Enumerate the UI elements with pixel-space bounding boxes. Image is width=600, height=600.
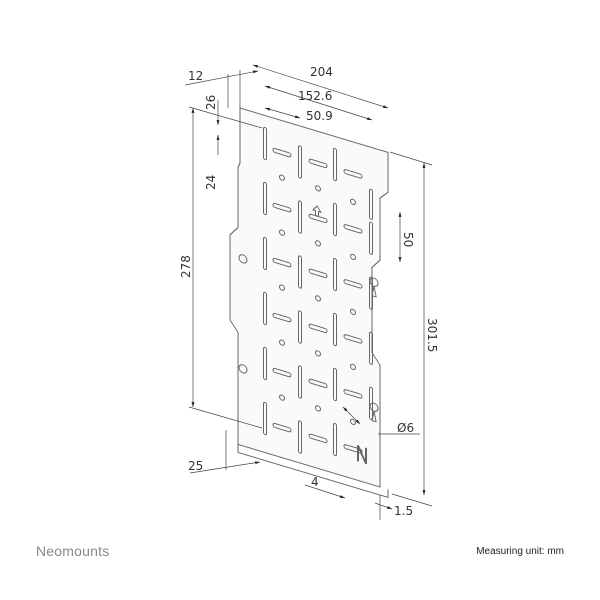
mounting-plate xyxy=(229,107,389,499)
mounting-hole xyxy=(350,308,356,316)
dim-keyhole-pitch: 50 xyxy=(401,232,415,247)
dim-top-offset: 26 xyxy=(204,95,218,110)
horizontal-slot xyxy=(343,389,363,399)
mounting-hole xyxy=(315,295,321,302)
arrow-up-mark xyxy=(311,205,323,218)
dim-left-offset: 12 xyxy=(188,69,203,83)
horizontal-slot xyxy=(308,323,328,334)
dim-slot-width: 4 xyxy=(311,475,319,489)
dim-overall-width: 204 xyxy=(310,65,333,79)
mounting-hole xyxy=(279,174,285,181)
vertical-slot xyxy=(263,291,267,326)
dim-row-pitch: 24 xyxy=(204,175,218,190)
mounting-hole xyxy=(315,350,321,357)
vertical-slot xyxy=(333,257,337,292)
dim-thickness: 1.5 xyxy=(394,504,413,518)
mounting-hole xyxy=(279,339,285,346)
brand-logo: Neomounts xyxy=(36,543,110,559)
measuring-unit-note: Measuring unit: mm xyxy=(476,546,564,557)
horizontal-slot xyxy=(308,378,328,389)
horizontal-slot xyxy=(272,257,292,268)
vertical-slot xyxy=(333,422,337,457)
vertical-slot xyxy=(263,126,267,161)
horizontal-slot xyxy=(343,444,363,454)
keyhole xyxy=(369,402,379,423)
horizontal-slot xyxy=(308,433,328,444)
dimension-labels: 204 152.6 50.9 12 26 24 278 301.5 50 Ø6 … xyxy=(179,65,439,518)
mounting-hole xyxy=(350,363,356,371)
horizontal-slot xyxy=(272,147,292,158)
dim-hole-diameter: Ø6 xyxy=(397,421,414,435)
vertical-slot xyxy=(369,386,373,420)
plate-outline xyxy=(229,107,389,488)
mounting-hole xyxy=(279,394,285,401)
vertical-slot xyxy=(263,346,267,381)
horizontal-slot xyxy=(343,334,363,344)
horizontal-slot xyxy=(272,202,292,213)
dimension-lines xyxy=(184,64,433,520)
vertical-slot xyxy=(263,236,267,271)
vertical-slot xyxy=(333,312,337,347)
vertical-slot xyxy=(369,188,373,220)
horizontal-slot xyxy=(308,268,328,279)
side-hole xyxy=(238,364,248,374)
dim-column-pitch: 50.9 xyxy=(306,109,333,123)
vertical-slot xyxy=(298,255,302,289)
vertical-slot xyxy=(298,420,302,454)
dim-overall-height: 301.5 xyxy=(425,318,439,352)
vertical-slot xyxy=(333,147,337,182)
vertical-slot xyxy=(298,310,302,344)
vertical-slot xyxy=(333,202,337,237)
horizontal-slot xyxy=(343,279,363,289)
mounting-hole xyxy=(279,229,285,236)
vertical-slot xyxy=(369,221,373,255)
mounting-hole xyxy=(279,284,285,291)
horizontal-slot xyxy=(272,367,292,378)
keyhole xyxy=(369,277,379,298)
vertical-slot xyxy=(298,200,302,234)
horizontal-slot xyxy=(308,158,328,169)
bottom-flange xyxy=(237,444,389,499)
horizontal-slot xyxy=(272,422,292,433)
vertical-slot xyxy=(298,145,302,179)
vertical-slot xyxy=(263,401,267,436)
dim-height-hole-span: 278 xyxy=(179,255,193,278)
horizontal-slot xyxy=(343,224,363,234)
vertical-slot xyxy=(263,181,267,216)
mounting-hole xyxy=(315,185,321,192)
dim-hole-pattern-width: 152.6 xyxy=(298,89,332,103)
vertical-slot xyxy=(369,331,373,365)
dim-bottom-flange: 25 xyxy=(188,459,203,473)
side-hole xyxy=(238,254,248,264)
mounting-hole xyxy=(315,405,321,412)
horizontal-slot xyxy=(343,169,363,179)
vertical-slot xyxy=(298,365,302,399)
horizontal-slot xyxy=(272,312,292,323)
n-mark xyxy=(357,445,367,465)
vertical-slot xyxy=(333,367,337,402)
mounting-hole xyxy=(315,240,321,247)
mounting-hole xyxy=(350,253,356,261)
mounting-hole xyxy=(350,198,356,206)
